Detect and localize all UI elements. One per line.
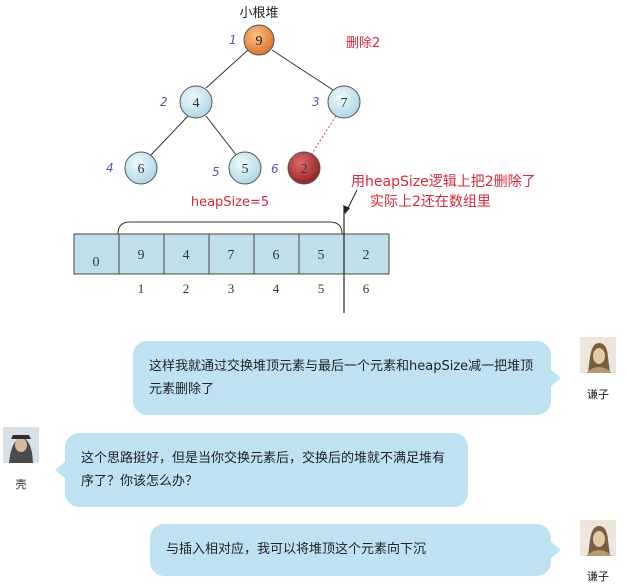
node-index-1: 1 <box>229 33 237 47</box>
annotation-line-1: 用heapSize逻辑上把2删除了 <box>351 174 536 190</box>
edge-1-3 <box>271 49 334 91</box>
heap-node <box>327 85 361 119</box>
heap-node-deleted <box>287 151 321 185</box>
annotation-arrow <box>346 189 358 211</box>
node-value-5: 5 <box>242 162 249 177</box>
chat-bubble-right: 这样我就通过交换堆顶元素与最后一个元素和heapSize减一把堆顶元素删除了 <box>133 341 561 415</box>
array-index: 6 <box>363 281 370 296</box>
heapsize-label: heapSize=5 <box>191 195 269 210</box>
array-cell <box>298 233 345 275</box>
array-index: 3 <box>228 281 235 296</box>
array-value: 0 <box>93 255 100 270</box>
array-value: 7 <box>228 248 235 263</box>
array-index: 4 <box>273 281 280 296</box>
node-value-4: 6 <box>138 162 145 177</box>
edge-3-6-dotted <box>310 115 337 156</box>
node-index-5: 5 <box>212 165 220 179</box>
node-index-3: 3 <box>312 95 320 109</box>
array-cell <box>253 233 300 275</box>
array-value: 2 <box>363 248 370 263</box>
sender-name: 壳 <box>15 478 27 491</box>
heap-node <box>124 151 158 185</box>
edge-2-4 <box>149 115 189 157</box>
array-value: 6 <box>273 248 280 263</box>
array-value: 5 <box>318 248 325 263</box>
annotation-arrow-head <box>343 205 350 214</box>
array-cell <box>118 233 165 275</box>
chat-bubble-left: 这个思路挺好，但是当你交换元素后，交换后的堆就不满足堆有序了？你该怎么办？ <box>55 433 468 507</box>
array-index: 2 <box>183 281 190 296</box>
array-value: 4 <box>183 248 190 263</box>
node-index-2: 2 <box>160 95 168 109</box>
delete-label: 删除2 <box>346 36 380 51</box>
node-value-1: 9 <box>256 34 263 49</box>
avatar-ke <box>3 427 39 463</box>
node-value-3: 7 <box>341 96 348 111</box>
node-index-6: 6 <box>271 162 279 176</box>
array-value: 9 <box>138 248 145 263</box>
heap-node <box>228 151 262 185</box>
node-index-4: 4 <box>106 161 114 175</box>
node-value-2: 4 <box>193 96 200 111</box>
sender-name: 谦子 <box>587 570 609 583</box>
array-index: 5 <box>318 281 325 296</box>
heap-title: 小根堆 <box>239 6 278 21</box>
sender-name: 谦子 <box>587 388 609 401</box>
node-value-6: 2 <box>301 162 308 177</box>
array-index: 1 <box>138 281 145 296</box>
array-cell <box>163 233 210 275</box>
avatar-qianzi <box>580 337 616 373</box>
heapsize-brace <box>117 221 343 235</box>
avatar-qianzi <box>580 520 616 556</box>
edge-1-2 <box>205 49 249 89</box>
array-cell <box>343 233 390 275</box>
edge-2-5 <box>205 115 238 157</box>
chat-bubble-right: 与插入相对应，我可以将堆顶这个元素向下沉 <box>150 524 561 576</box>
annotation-line-2: 实际上2还在数组里 <box>370 194 491 210</box>
heap-diagram: 小根堆 删除2 1 9 2 4 3 7 4 6 5 5 6 2 用heapSiz… <box>73 6 536 313</box>
heap-array: 0 9 4 7 6 5 2 <box>73 233 390 275</box>
array-cell <box>208 233 255 275</box>
heap-node <box>179 85 213 119</box>
heap-node-root <box>243 24 275 56</box>
